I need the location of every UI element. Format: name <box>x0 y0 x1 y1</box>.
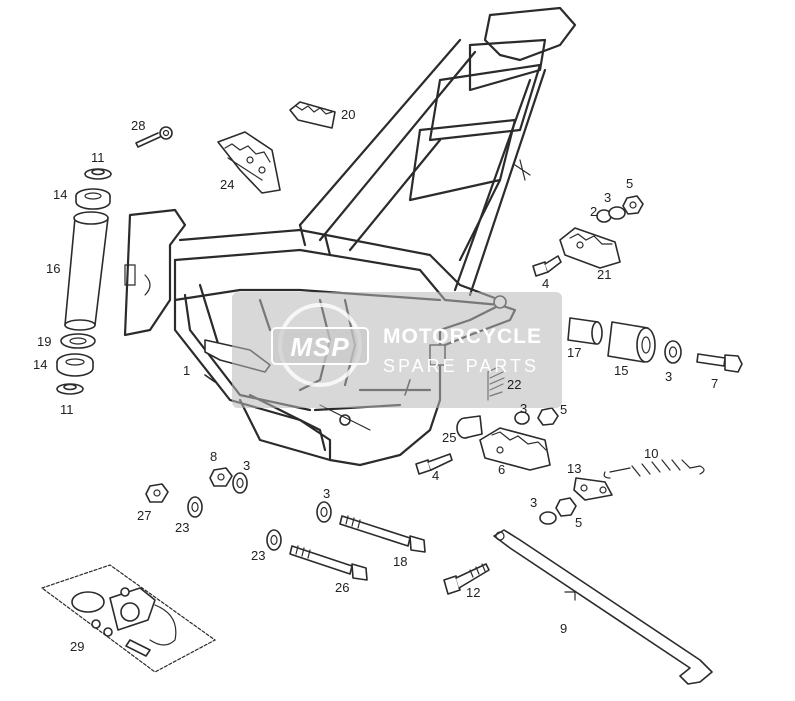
callout-7: 7 <box>711 376 718 391</box>
bolt-7 <box>696 353 743 373</box>
washer-3-left <box>232 472 248 494</box>
washer-23-upper <box>187 496 203 518</box>
callout-28: 28 <box>131 118 145 133</box>
spring-10 <box>603 459 705 479</box>
steering-head-parts <box>56 168 112 395</box>
callout-2: 2 <box>590 204 597 219</box>
callout-17: 17 <box>567 345 581 360</box>
callout-5: 5 <box>575 515 582 530</box>
callout-6: 6 <box>498 462 505 477</box>
bushing-17 <box>567 317 603 345</box>
callout-16: 16 <box>46 261 60 276</box>
bracket-13 <box>539 477 613 525</box>
callout-27: 27 <box>137 508 151 523</box>
callout-18: 18 <box>393 554 407 569</box>
bolt-18 <box>339 515 426 553</box>
right-footpeg-upper <box>559 195 644 269</box>
callout-10: 10 <box>644 446 658 461</box>
watermark: MSP MOTORCYCLE SPARE PARTS <box>232 292 562 408</box>
footpeg-rubber <box>289 101 336 129</box>
washer-23-lower <box>266 529 282 551</box>
callout-4: 4 <box>432 468 439 483</box>
washer-3-right <box>664 340 682 364</box>
left-footpeg <box>217 131 281 194</box>
callout-23: 23 <box>251 548 265 563</box>
callout-24: 24 <box>220 177 234 192</box>
callout-3: 3 <box>323 486 330 501</box>
callout-19: 19 <box>37 334 51 349</box>
callout-labels: 1234567891011121314151617181920212223242… <box>33 107 718 654</box>
callout-29: 29 <box>70 639 84 654</box>
callout-3: 3 <box>243 458 250 473</box>
callout-3: 3 <box>665 369 672 384</box>
watermark-logo-text: MSP <box>290 332 349 362</box>
bolt-12 <box>443 563 490 595</box>
callout-11: 11 <box>60 402 74 417</box>
bolt-4-upper <box>532 255 562 277</box>
inset-29 <box>40 564 217 673</box>
watermark-logo: MSP <box>271 303 369 387</box>
bushing-25 <box>456 415 483 439</box>
watermark-line2: SPARE PARTS <box>383 356 539 376</box>
callout-3: 3 <box>604 190 611 205</box>
bolt-4-lower <box>415 453 453 475</box>
callout-23: 23 <box>175 520 189 535</box>
callout-4: 4 <box>542 276 549 291</box>
callout-21: 21 <box>597 267 611 282</box>
callout-11: 11 <box>91 150 105 165</box>
right-footpeg-lower <box>479 407 559 471</box>
callout-1: 1 <box>183 363 190 378</box>
callout-9: 9 <box>560 621 567 636</box>
callout-8: 8 <box>210 449 217 464</box>
nut-8 <box>209 467 233 487</box>
watermark-band <box>232 292 562 408</box>
callout-12: 12 <box>466 585 480 600</box>
callout-15: 15 <box>614 363 628 378</box>
bushing-15 <box>607 321 656 363</box>
sidestand-9 <box>493 529 713 685</box>
callout-20: 20 <box>341 107 355 122</box>
washer-3-mid <box>316 501 332 523</box>
callout-26: 26 <box>335 580 349 595</box>
key-part <box>135 126 173 148</box>
bolt-26 <box>289 545 368 581</box>
callout-3: 3 <box>530 495 537 510</box>
callout-3: 3 <box>520 401 527 416</box>
callout-22: 22 <box>507 377 521 392</box>
callout-25: 25 <box>442 430 456 445</box>
callout-5: 5 <box>626 176 633 191</box>
callout-13: 13 <box>567 461 581 476</box>
callout-5: 5 <box>560 402 567 417</box>
callout-14: 14 <box>53 187 67 202</box>
callout-14: 14 <box>33 357 47 372</box>
watermark-line1: MOTORCYCLE <box>383 325 542 348</box>
nut-27 <box>145 483 169 503</box>
